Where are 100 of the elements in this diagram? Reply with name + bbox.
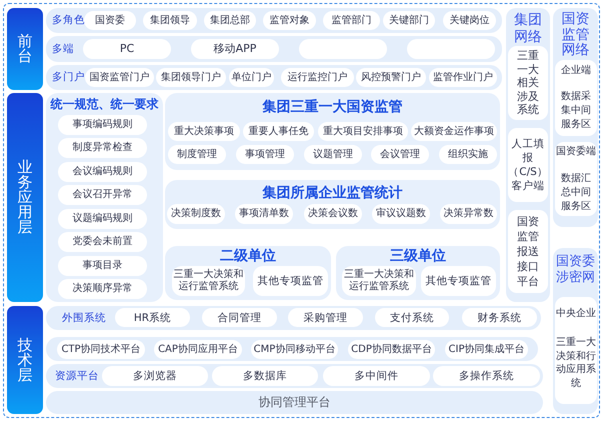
stat-tag: 决策异常数	[440, 204, 497, 224]
zone-box	[555, 60, 597, 136]
layer-label-box: 业务应用层	[7, 93, 43, 302]
external-tag: 采购管理	[288, 308, 363, 327]
platform-tag: CTP协同技术平台	[57, 340, 145, 359]
row-band	[46, 65, 502, 90]
external-tag: 财务系统	[462, 308, 537, 327]
system-tag: 三重一大决策和运行监管系统	[172, 266, 245, 296]
portal-tag: 风控预警门户	[356, 68, 426, 87]
stat-tag: 审议议题数	[372, 204, 430, 224]
zone-label: 企业端	[561, 64, 591, 77]
network-column	[553, 8, 598, 227]
rule-tag: 事项编码规则	[58, 115, 147, 135]
platform-tag: CDP协同数据平台	[348, 340, 435, 359]
row-label: 多角色	[52, 14, 85, 27]
resource-tag: 多数据库	[212, 366, 318, 386]
portal-tag: 单位门户	[229, 68, 274, 87]
panel-heading: 三级单位	[390, 248, 446, 265]
platform-band: 协同管理平台	[46, 391, 543, 414]
system-tag: 其他专项监管	[421, 266, 496, 296]
platform-tag: CMP协同移动平台	[251, 340, 338, 359]
network-heading: 国资委涉密网	[555, 254, 596, 286]
resource-tag: 多浏览器	[102, 366, 208, 386]
network-heading: 国资监管网络	[560, 12, 590, 58]
system-box: 国资监管报送接口平台	[508, 210, 548, 293]
rule-tag: 事项目录	[58, 256, 147, 276]
row-band	[46, 337, 538, 361]
zone-label: 国资委端	[556, 145, 596, 158]
module-tag: 重要人事任免	[243, 122, 314, 141]
module-panel	[46, 93, 163, 302]
terminal-tag: 移动APP	[191, 39, 279, 59]
external-tag: 支付系统	[375, 308, 449, 327]
module-tag: 重大决策事项	[168, 122, 240, 141]
stat-tag: 决策制度数	[167, 204, 225, 224]
module-panel	[165, 180, 500, 229]
row-label: 资源平台	[55, 370, 99, 382]
stat-tag: 事项清单数	[235, 204, 293, 224]
zone-box	[555, 297, 597, 404]
rule-tag: 会议编码规则	[58, 162, 147, 182]
module-panel	[165, 93, 500, 170]
network-heading: 集团网络	[513, 12, 543, 46]
portal-tag: 集团领导门户	[156, 68, 226, 87]
module-panel	[165, 246, 331, 300]
system-tag: 三重一大决策和运行监管系统	[342, 266, 416, 296]
terminal-tag: PC	[83, 39, 171, 59]
network-column	[553, 248, 598, 414]
resource-tag: 多操作系统	[433, 366, 540, 386]
module-tag: 重大项目安排事项	[318, 122, 408, 141]
panel-heading: 集团所属企业监管统计	[262, 185, 402, 202]
zone-label: 数据采集中间服务区	[560, 90, 592, 132]
external-tag: HR系统	[115, 308, 190, 327]
module-tag: 大额资金运作事项	[411, 122, 497, 141]
module-tag: 议题管理	[304, 145, 362, 164]
rule-tag: 党委会未前置	[58, 232, 147, 252]
row-band	[46, 36, 502, 62]
zone-box	[555, 142, 597, 216]
role-tag: 监管对象	[263, 11, 316, 30]
layer-label-box: 技术层	[7, 306, 43, 414]
panel-heading: 统一规范、统一要求	[50, 97, 158, 112]
row-band	[46, 306, 541, 330]
external-tag: 合同管理	[202, 308, 277, 327]
zone-label: 数据汇总中间服务区	[560, 172, 592, 214]
module-tag: 制度管理	[168, 145, 226, 164]
zone-label: 三重一大决策和行动应用系统	[556, 336, 596, 390]
rule-tag: 会议召开异常	[58, 185, 147, 205]
zone-label: 中央企业	[556, 307, 596, 320]
portal-tag: 运行监控门户	[281, 68, 354, 87]
system-box: 人工填报（C/S）客户端	[508, 128, 548, 202]
role-tag: 集团总部	[204, 11, 256, 30]
blank-tag	[407, 39, 495, 59]
system-tag: 其他专项监管	[253, 266, 328, 296]
blank-tag	[299, 39, 387, 59]
module-panel	[336, 246, 500, 300]
portal-tag: 监管作业门户	[429, 68, 497, 87]
row-label: 外围系统	[62, 312, 106, 324]
portal-tag: 国资监管门户	[85, 68, 154, 87]
resource-tag: 多中间件	[323, 366, 430, 386]
platform-tag: CIP协同集成平台	[445, 340, 528, 359]
rule-tag: 议题编码规则	[58, 209, 147, 229]
panel-heading: 二级单位	[220, 248, 276, 265]
layer-label-box: 前台	[7, 8, 43, 90]
module-tag: 组织实施	[439, 145, 497, 164]
stat-tag: 决策会议数	[304, 204, 362, 224]
rule-tag: 决策顺序异常	[58, 279, 147, 299]
row-band	[46, 364, 543, 388]
system-box: 三重一大相关涉及系统	[508, 46, 548, 120]
row-label: 多门户	[52, 71, 85, 84]
module-tag: 会议管理	[371, 145, 429, 164]
role-tag: 关键部门	[383, 11, 435, 30]
role-tag: 国资委	[84, 11, 136, 30]
row-band	[46, 8, 502, 33]
role-tag: 关键岗位	[443, 11, 496, 30]
role-tag: 集团领导	[143, 11, 197, 30]
role-tag: 监管部门	[323, 11, 380, 30]
module-tag: 事项管理	[236, 145, 294, 164]
panel-heading: 集团三重一大国资监管	[262, 99, 402, 116]
network-column	[506, 8, 550, 302]
row-label: 多端	[52, 42, 74, 56]
platform-tag: CAP协同应用平台	[154, 340, 242, 359]
rule-tag: 制度异常检查	[58, 138, 147, 158]
